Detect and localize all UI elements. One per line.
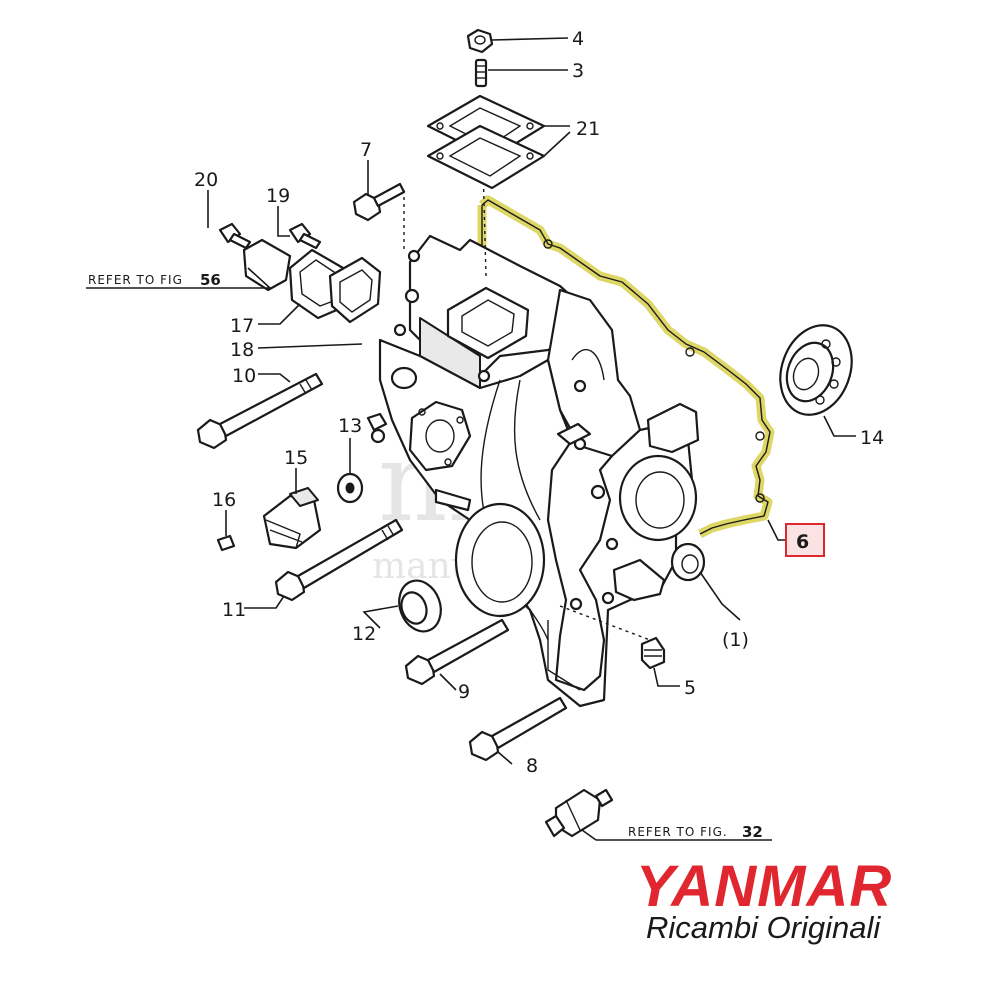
callout-13: 13 — [338, 415, 362, 437]
callout-labels: 4 3 21 7 20 19 17 18 10 13 15 16 11 12 9… — [194, 28, 884, 777]
refer-fig-bottom-text: REFER TO FIG. — [628, 825, 728, 839]
nut-part-4 — [466, 28, 494, 54]
callout-8: 8 — [526, 755, 538, 777]
bolt-part-11 — [274, 518, 404, 602]
reference-labels: REFER TO FIG 56 REFER TO FIG. 32 — [88, 271, 763, 841]
seal-part-13 — [336, 366, 418, 504]
callout-16: 16 — [212, 489, 236, 511]
plug-part-5 — [640, 636, 666, 670]
callout-3: 3 — [572, 60, 584, 82]
gear-case-housing — [378, 127, 706, 708]
bolt-part-9 — [404, 618, 510, 686]
refer-fig-bottom-number: 32 — [742, 823, 763, 841]
bearing-part-14 — [779, 324, 853, 416]
stud-part-3 — [474, 58, 488, 88]
callout-5: 5 — [684, 677, 696, 699]
cap-part-15 — [262, 487, 322, 550]
brand-logo: YANMAR — [636, 854, 893, 919]
callout-11: 11 — [222, 599, 246, 621]
pin-part-16 — [216, 534, 236, 552]
callout-7: 7 — [360, 139, 372, 161]
callout-10: 10 — [232, 365, 256, 387]
refer-fig-top-text: REFER TO FIG — [88, 273, 183, 287]
highlight-box-6 — [785, 523, 825, 557]
bolt-part-20 — [218, 222, 252, 250]
oil-seal-part-12 — [398, 579, 442, 633]
callout-9: 9 — [458, 681, 470, 703]
bolt-part-7 — [352, 182, 406, 222]
sensor-switch — [544, 788, 614, 838]
callout-15: 15 — [284, 447, 308, 469]
callout-18: 18 — [230, 339, 254, 361]
callout-1: (1) — [722, 629, 749, 651]
callout-14: 14 — [860, 427, 884, 449]
gasket-part-18 — [328, 256, 382, 324]
callout-12: 12 — [352, 623, 376, 645]
refer-fig-top-number: 56 — [200, 271, 221, 289]
callout-19: 19 — [266, 185, 290, 207]
bolt-part-8 — [468, 696, 568, 762]
callout-4: 4 — [572, 28, 584, 50]
callout-21: 21 — [576, 118, 600, 140]
brand-tagline: Ricambi Originali — [646, 910, 881, 945]
callout-17: 17 — [230, 315, 254, 337]
callout-20: 20 — [194, 169, 218, 191]
callout-6: 6 — [796, 531, 809, 553]
bolt-part-19 — [288, 222, 322, 250]
leader-lines — [86, 37, 856, 841]
bolt-part-10 — [196, 372, 324, 450]
gasket-plates-part-21 — [426, 94, 546, 190]
